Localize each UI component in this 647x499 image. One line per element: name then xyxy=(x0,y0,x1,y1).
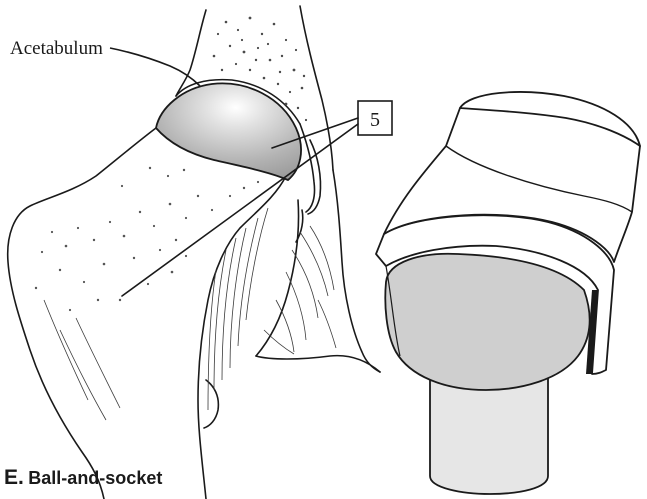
caption-text: Ball-and-socket xyxy=(28,468,162,488)
femur-hatching xyxy=(44,208,268,420)
figure-caption: E. Ball-and-socket xyxy=(4,466,162,490)
femur-stipple xyxy=(35,167,259,311)
acetabulum-leader xyxy=(110,48,200,86)
ball-and-socket-model-illustration xyxy=(376,92,640,494)
caption-letter: E. xyxy=(4,466,24,489)
callout-number: 5 xyxy=(370,109,380,131)
pelvis-hatching xyxy=(264,226,336,354)
model-ball xyxy=(385,254,589,390)
femoral-head xyxy=(156,83,301,180)
acetabulum-label: Acetabulum xyxy=(10,38,103,59)
